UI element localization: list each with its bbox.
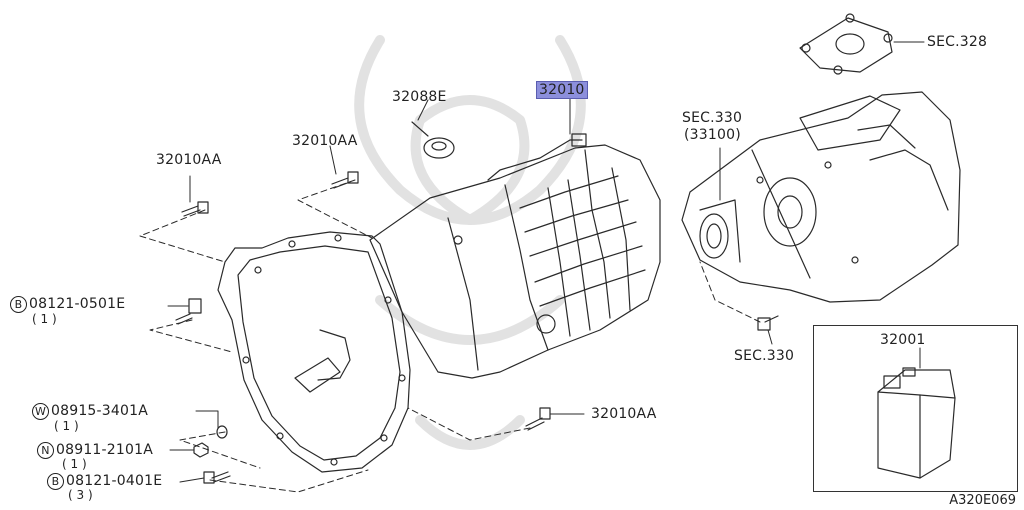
transmission-case[interactable] <box>369 133 661 379</box>
n-prefix-icon: N <box>37 442 54 459</box>
sec-328-label[interactable]: SEC.328 <box>927 34 988 50</box>
part-32088e-label[interactable]: 32088E <box>392 89 447 105</box>
part-32010aa-label-left[interactable]: 32010AA <box>156 152 222 168</box>
bolt-sec330-bottom[interactable] <box>757 315 779 331</box>
diagram-id: A320E069 <box>949 493 1016 508</box>
part-32010aa-label-mid[interactable]: 32010AA <box>292 133 358 149</box>
sec-330-label-top[interactable]: SEC.330 <box>682 110 743 126</box>
part-number: 08915-3401A <box>51 403 148 419</box>
part-number: 08911-2101A <box>56 442 153 458</box>
watermark-logo <box>354 35 586 450</box>
b-prefix-icon: B <box>10 296 27 313</box>
bolt-08121-0401e[interactable] <box>203 471 231 484</box>
bolt-32010aa-bottom[interactable] <box>525 407 551 431</box>
part-number: 08121-0501E <box>29 296 126 312</box>
extension-housing-assembly[interactable] <box>681 91 961 303</box>
quantity: ( 3 ) <box>68 488 93 502</box>
quantity: ( 1 ) <box>32 312 57 326</box>
top-cover-plate[interactable] <box>799 13 893 75</box>
highlight-box[interactable]: 32010 <box>536 81 588 99</box>
sec-330-subref: (33100) <box>684 127 741 143</box>
nut-08911-2101a[interactable] <box>193 442 209 458</box>
leader-lines <box>167 41 925 483</box>
bell-housing[interactable] <box>217 231 411 473</box>
b-prefix-icon: B <box>47 473 64 490</box>
fluid-can-inset-box <box>813 325 1018 492</box>
sec-330-label-bottom[interactable]: SEC.330 <box>734 348 795 364</box>
part-number: 08121-0401E <box>66 473 163 489</box>
dust-boot-part[interactable] <box>411 121 455 159</box>
bolt-32010aa-top-left[interactable] <box>181 201 209 217</box>
phantom-dash-lines <box>139 179 761 493</box>
part-32010aa-label-bottom[interactable]: 32010AA <box>591 406 657 422</box>
part-32001-label[interactable]: 32001 <box>880 332 926 348</box>
fluid-can[interactable] <box>877 367 956 479</box>
bolt-08121-0501e[interactable] <box>175 298 202 325</box>
quantity: ( 1 ) <box>54 419 79 433</box>
washer-08915-3401a[interactable] <box>216 425 228 439</box>
part-32010-label[interactable]: 32010 <box>536 81 588 99</box>
w-prefix-icon: W <box>32 403 49 420</box>
quantity: ( 1 ) <box>62 457 87 471</box>
